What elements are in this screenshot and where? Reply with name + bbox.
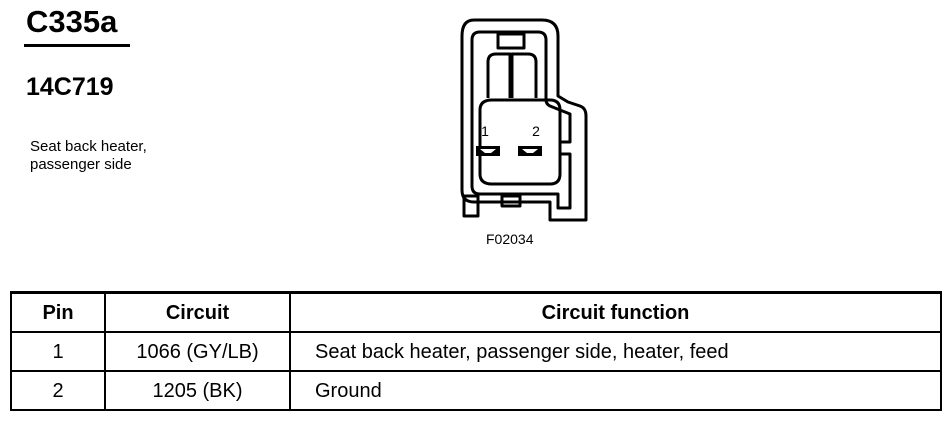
- description-line-2: passenger side: [30, 156, 132, 173]
- terminal-cavity: [478, 98, 562, 186]
- terminal-pin-1: [476, 146, 500, 156]
- latch-window: [496, 32, 526, 50]
- terminal-pin-2: [518, 146, 542, 156]
- bottom-key-center: [500, 194, 522, 208]
- cell-pin: 2: [10, 370, 106, 411]
- part-number: 14C719: [26, 73, 114, 101]
- latch-arm-left: [486, 52, 512, 98]
- figure-code: F02034: [486, 231, 534, 247]
- bottom-key-left: [462, 194, 480, 218]
- connector-outer-shell: [460, 18, 588, 222]
- latch-arm-right: [510, 52, 538, 98]
- connector-id-underline: [24, 44, 130, 47]
- header-circuit-function: Circuit function: [289, 291, 942, 333]
- pin-label-2: 2: [532, 123, 540, 139]
- pin-label-1: 1: [481, 123, 489, 139]
- connector-face-diagram: 1 2: [460, 18, 588, 222]
- header-circuit: Circuit: [104, 291, 291, 333]
- cell-circuit-function: Seat back heater, passenger side, heater…: [289, 331, 942, 372]
- table-row: 2 1205 (BK) Ground: [10, 370, 942, 411]
- cell-circuit: 1066 (GY/LB): [104, 331, 291, 372]
- cell-pin: 1: [10, 331, 106, 372]
- connector-description: Seat back heater, passenger side: [30, 138, 147, 174]
- header-pin: Pin: [10, 291, 106, 333]
- cell-circuit-function: Ground: [289, 370, 942, 411]
- cell-circuit: 1205 (BK): [104, 370, 291, 411]
- description-line-1: Seat back heater,: [30, 138, 147, 155]
- pin-table: Pin Circuit Circuit function 1 1066 (GY/…: [10, 291, 942, 411]
- connector-id: C335a: [26, 4, 118, 39]
- table-header-row: Pin Circuit Circuit function: [10, 291, 942, 333]
- table-row: 1 1066 (GY/LB) Seat back heater, passeng…: [10, 331, 942, 372]
